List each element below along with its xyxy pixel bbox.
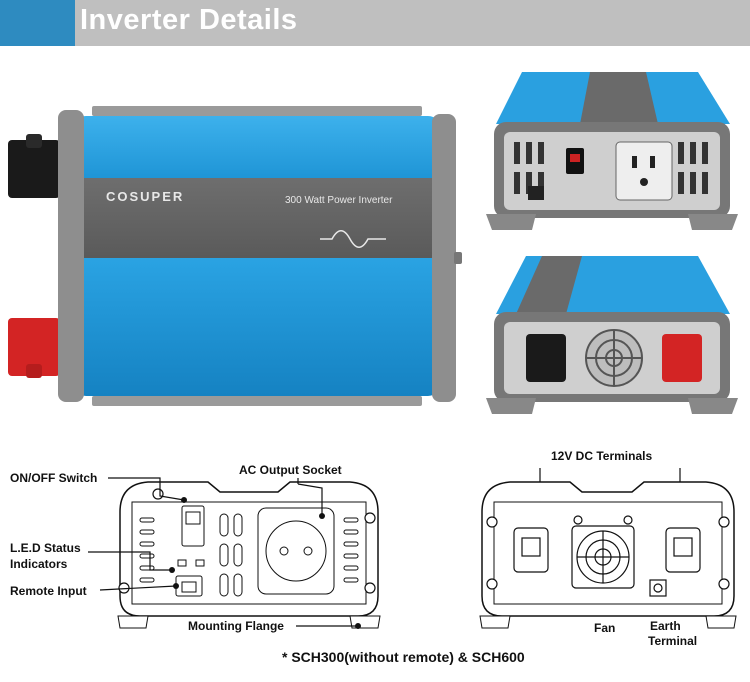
label-fan: Fan bbox=[594, 621, 616, 635]
negative-terminal bbox=[8, 134, 60, 198]
dc-side-photo bbox=[486, 250, 738, 422]
left-endcap bbox=[58, 110, 84, 402]
label-mounting-flange: Mounting Flange bbox=[188, 619, 284, 633]
brand-logo: COSUPER bbox=[106, 189, 185, 204]
label-remote-input: Remote Input bbox=[10, 584, 87, 598]
label-earth-line2: Terminal bbox=[648, 634, 698, 648]
positive-terminal bbox=[8, 318, 60, 378]
label-onoff-switch: ON/OFF Switch bbox=[10, 471, 98, 485]
model-footnote: * SCH300(without remote) & SCH600 bbox=[282, 649, 525, 665]
label-earth-line1: Earth bbox=[650, 619, 681, 633]
bottom-flange bbox=[92, 396, 422, 406]
banner-accent bbox=[0, 0, 75, 46]
inverter-body-top bbox=[72, 116, 442, 178]
front-panel-diagram bbox=[117, 481, 381, 629]
sine-wave-icon bbox=[320, 230, 386, 248]
right-endcap bbox=[432, 114, 456, 402]
inverter-body-bottom bbox=[72, 258, 442, 396]
label-led-line2: Indicators bbox=[10, 557, 68, 571]
page-title: Inverter Details bbox=[80, 4, 298, 36]
model-label: 300 Watt Power Inverter bbox=[285, 195, 393, 206]
top-flange bbox=[92, 106, 422, 116]
header-banner: Inverter Details bbox=[0, 0, 750, 46]
inverter-label-band bbox=[72, 178, 442, 258]
label-led-line1: L.E.D Status bbox=[10, 541, 81, 555]
ac-side-photo bbox=[486, 64, 738, 240]
label-dc-terminals: 12V DC Terminals bbox=[551, 449, 653, 463]
rear-panel-diagram bbox=[479, 481, 737, 629]
earth-screw bbox=[454, 252, 462, 264]
label-ac-output-socket: AC Output Socket bbox=[239, 463, 342, 477]
